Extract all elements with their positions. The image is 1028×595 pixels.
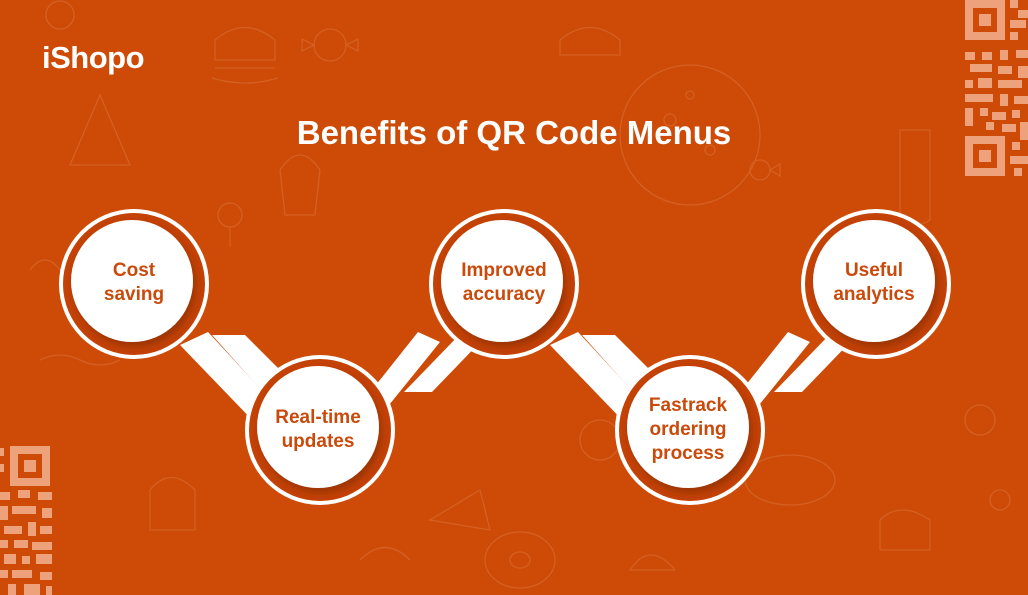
node-label-line: accuracy <box>462 284 546 305</box>
benefit-node-cost-saving: Cost saving <box>74 259 194 307</box>
node-label-line: updates <box>281 431 355 452</box>
node-label-line: Improved <box>461 260 547 281</box>
node-label-line: ordering <box>649 419 727 440</box>
node-label-line: Useful <box>844 260 904 281</box>
qr-code-icon <box>965 0 1028 176</box>
benefit-node-fastrack-ordering: Fastrack ordering process <box>628 394 748 466</box>
node-label-line: process <box>651 443 725 464</box>
benefit-node-useful-analytics: Useful analytics <box>814 259 934 307</box>
node-label-line: Fastrack <box>648 395 728 416</box>
ishopo-logo[interactable]: iShopo <box>42 40 145 75</box>
node-label-line: saving <box>103 284 165 305</box>
node-label-line: analytics <box>833 284 915 305</box>
benefit-node-improved-accuracy: Improved accuracy <box>444 259 564 307</box>
node-label-line: Real-time <box>275 407 361 428</box>
benefit-node-real-time-updates: Real-time updates <box>258 406 378 454</box>
qr-code-icon <box>0 446 52 595</box>
node-label-line: Cost <box>112 260 156 281</box>
page-title: Benefits of QR Code Menus <box>296 114 732 151</box>
